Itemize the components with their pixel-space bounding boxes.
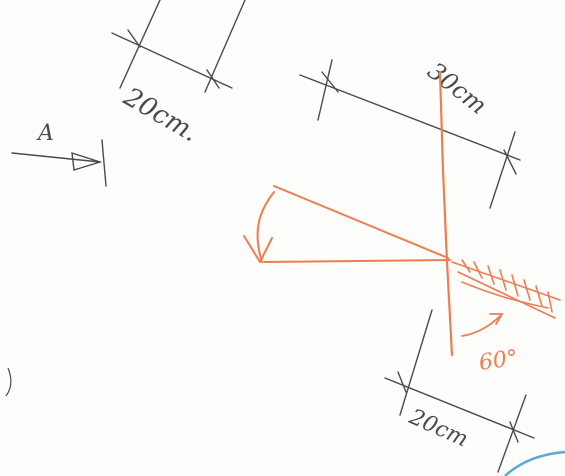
extension-line (399, 309, 433, 416)
rotation-arrow-icon (243, 235, 273, 263)
member-line (438, 70, 454, 357)
view-label-a: A (36, 121, 54, 146)
angle-label: 60° (477, 346, 519, 376)
rotation-wedge (243, 185, 451, 263)
wedge-lower-line (263, 259, 451, 263)
arrow-head-icon (71, 152, 103, 171)
hatched-plank (451, 259, 561, 319)
dimension-bottom (384, 309, 535, 473)
vertical-member (438, 70, 454, 357)
extension-line (497, 394, 527, 473)
dimension-line (299, 74, 521, 161)
plank-edge (451, 261, 561, 301)
dimension-line (111, 32, 233, 89)
arrow-shaft (11, 152, 101, 163)
extension-line (119, 0, 161, 89)
extension-line (489, 131, 516, 209)
dimension-top-right (299, 59, 521, 209)
hatch-lines (461, 259, 553, 313)
tick-mark (503, 149, 517, 175)
plank-edge (457, 271, 556, 319)
wedge-upper-line (273, 185, 449, 259)
section-mark (101, 139, 107, 187)
dim-label-bottom: 20cm (405, 404, 472, 452)
dim-label-top-left: 20cm. (118, 82, 204, 149)
tick-mark (321, 71, 339, 93)
angle-arrow-icon (489, 313, 504, 325)
dimension-top-left (111, 0, 246, 93)
angle-arc (461, 315, 501, 337)
rotation-arc (256, 191, 275, 263)
dim-label-top-right: 30cm (422, 57, 492, 120)
dimension-line (384, 377, 535, 439)
tick-mark (127, 29, 141, 48)
tick-mark (206, 69, 220, 89)
tick-mark (509, 421, 519, 443)
tick-mark (397, 371, 407, 393)
plank-shadow (461, 281, 549, 309)
extension-line (317, 59, 333, 121)
seal-arc-icon (504, 450, 565, 476)
angle-indicator (461, 313, 504, 337)
stray-mark (5, 367, 12, 397)
view-arrow-a (11, 139, 107, 187)
